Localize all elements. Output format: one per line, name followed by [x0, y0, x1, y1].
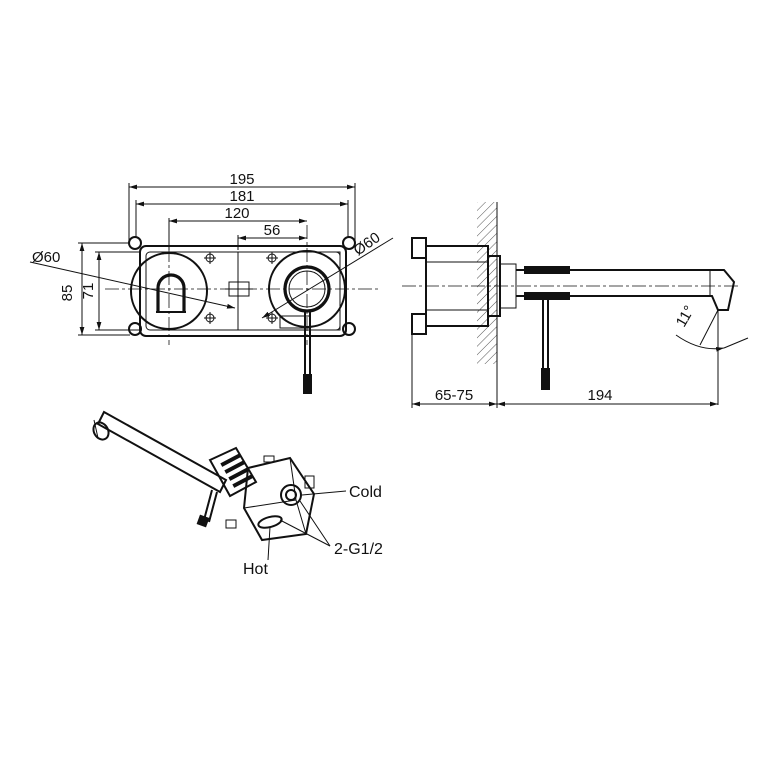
side-spout: [516, 266, 736, 311]
front-lever: [303, 311, 312, 394]
iso-handle: [196, 446, 258, 528]
dim-width-body: 181: [229, 188, 254, 205]
dim-spout-angle: 11°: [673, 303, 699, 330]
label-hot: Hot: [243, 561, 268, 578]
side-lever: [541, 300, 550, 390]
side-view: 11° 65-75 194: [402, 202, 749, 408]
screw-marks: [204, 252, 278, 324]
mounting-plate: [128, 236, 356, 337]
leader-hot: [267, 526, 271, 561]
leader-cold: [301, 490, 347, 496]
dim-diameter-left: Ø60: [32, 249, 60, 266]
dim-height-overall: 85: [59, 285, 76, 302]
dim-spout-length: 194: [587, 387, 612, 404]
iso-view: Cold Hot 2-G1/2: [92, 410, 383, 578]
iso-spout: [92, 410, 228, 494]
dim-height-body: 71: [80, 283, 97, 300]
dim-width-centers: 120: [224, 205, 249, 222]
dim-width-overall: 195: [229, 171, 254, 188]
dim-wall-depth: 65-75: [435, 387, 473, 404]
front-view: 195 181 120 56 85 71 Ø60 Ø60: [29, 171, 394, 394]
label-cold: Cold: [349, 484, 382, 501]
leader-thread-a: [299, 500, 331, 547]
dia-leader-left: [29, 261, 236, 309]
leader-thread-b: [279, 519, 331, 547]
dim-width-offset: 56: [264, 222, 281, 239]
label-thread: 2-G1/2: [334, 541, 383, 558]
dia-leader-right: [261, 237, 394, 319]
